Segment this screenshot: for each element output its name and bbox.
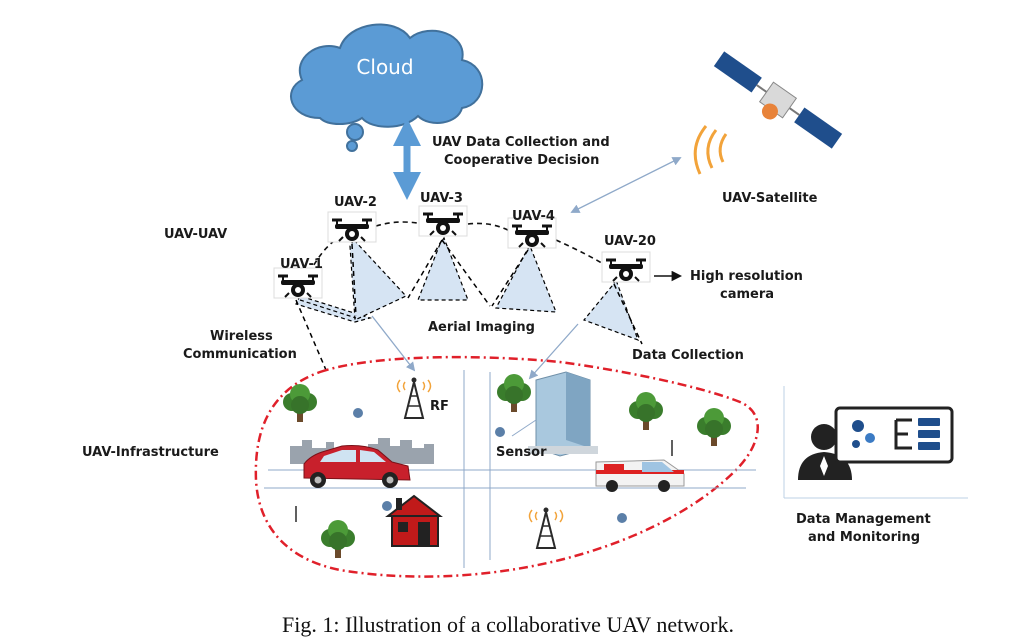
drone-uav-3: UAV-3 xyxy=(417,191,469,238)
dashboard-icon xyxy=(834,406,954,464)
antenna-bottom xyxy=(528,506,564,549)
cloud-icon: Cloud xyxy=(290,23,484,152)
satellite-icon xyxy=(693,51,843,175)
imaging-beams xyxy=(295,236,640,342)
drone-icon xyxy=(272,266,324,300)
link-uav3-uav4 xyxy=(467,222,513,233)
drone-uav-1: UAV-1 xyxy=(272,257,324,300)
sensor-label: Sensor xyxy=(496,445,547,460)
data-collection-title-line2: Cooperative Decision xyxy=(444,153,599,168)
uav-uav-label: UAV-UAV xyxy=(164,227,227,242)
satellite-link-arrow xyxy=(570,157,682,213)
data-mgmt-label-line1: Data Management xyxy=(796,512,931,527)
rf-label: RF xyxy=(430,399,449,414)
link-to-sensor xyxy=(528,323,579,380)
drone-uav-4: UAV-4 xyxy=(506,209,558,250)
infrastructure-boundary xyxy=(254,355,759,578)
sensor-icon xyxy=(495,427,505,437)
high-res-label-line1: High resolution xyxy=(690,269,803,284)
tree-icon xyxy=(497,374,531,412)
drone-uav-20: UAV-20 xyxy=(600,234,656,284)
link-to-rf xyxy=(371,315,416,372)
drone-label-uav-1: UAV-1 xyxy=(280,257,323,272)
rf-antenna: RF xyxy=(396,376,449,419)
gear-icon xyxy=(865,433,875,443)
building-icon xyxy=(511,371,598,457)
drone-label-uav-2: UAV-2 xyxy=(334,195,377,210)
wireless-label-line2: Communication xyxy=(183,347,297,362)
link-uav2-uav3 xyxy=(375,221,425,227)
wireless-label-line1: Wireless xyxy=(210,329,273,344)
tree-icon xyxy=(629,392,663,430)
uav-satellite-label: UAV-Satellite xyxy=(722,191,818,206)
data-collection-label: Data Collection xyxy=(632,348,744,363)
drone-icon xyxy=(600,250,652,284)
data-mgmt-label-line2: and Monitoring xyxy=(808,530,920,545)
drone-uav-2: UAV-2 xyxy=(326,195,378,244)
aerial-imaging-label: Aerial Imaging xyxy=(428,320,535,335)
gear-icon xyxy=(852,420,864,432)
tree-icon xyxy=(321,520,355,558)
high-res-label-line2: camera xyxy=(720,287,774,302)
drone-icon xyxy=(417,204,469,238)
cloud-label: Cloud xyxy=(356,55,413,79)
drone-label-uav-20: UAV-20 xyxy=(604,234,656,249)
beam-edges xyxy=(295,239,643,371)
drone-label-uav-4: UAV-4 xyxy=(512,209,555,224)
tree-icon xyxy=(697,408,731,446)
antenna-icon xyxy=(404,376,424,419)
car-icon xyxy=(303,445,411,488)
uav-infrastructure-label: UAV-Infrastructure xyxy=(82,445,219,460)
sensor-icon xyxy=(617,513,627,523)
house-icon xyxy=(385,494,443,547)
figure-caption: Fig. 1: Illustration of a collaborative … xyxy=(282,612,734,637)
antenna-icon xyxy=(536,506,556,549)
gear-icon xyxy=(852,440,860,448)
sensor-icon xyxy=(382,501,392,511)
sensor-icon xyxy=(353,408,363,418)
drone-icon xyxy=(326,210,378,244)
drone-label-uav-3: UAV-3 xyxy=(420,191,463,206)
data-collection-title-line1: UAV Data Collection and xyxy=(432,135,610,150)
ambulance-icon xyxy=(595,459,685,492)
